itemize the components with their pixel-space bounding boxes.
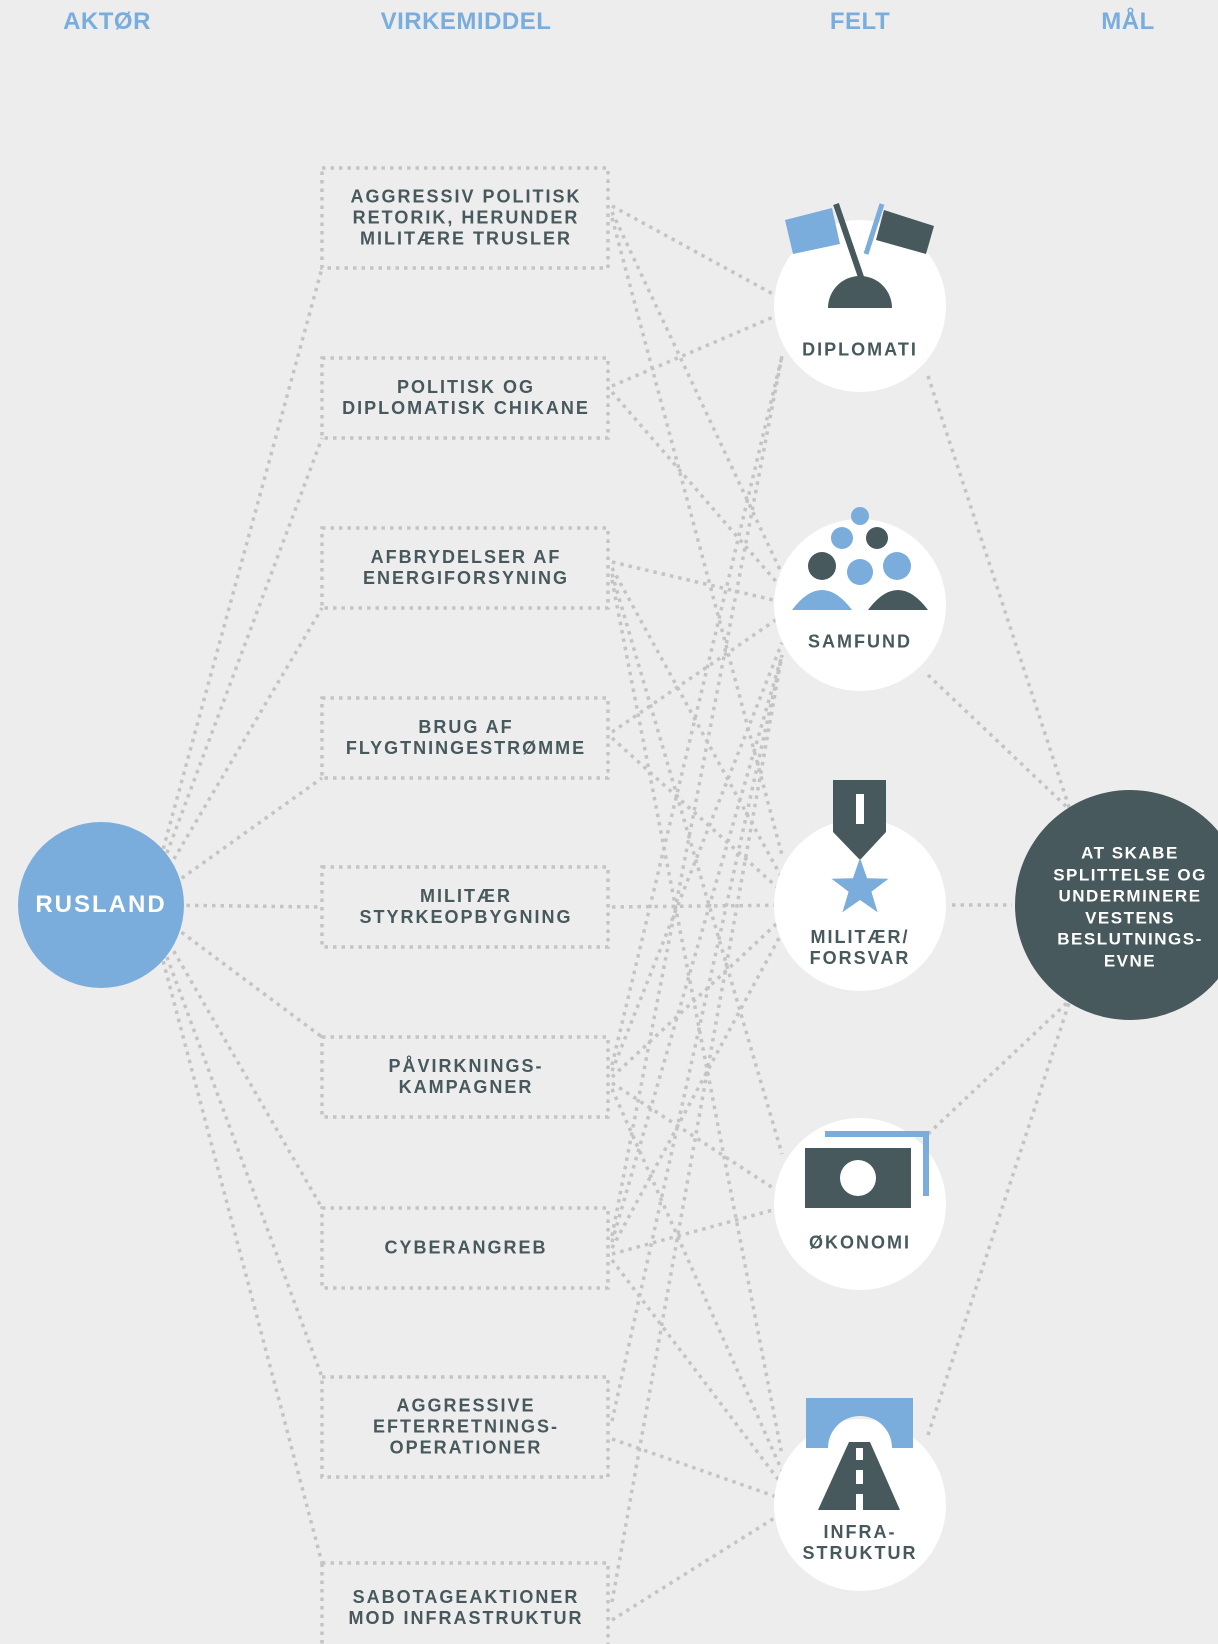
actor-tool-link (159, 915, 324, 1039)
tool-field-link (610, 654, 784, 1603)
tool-field-link (611, 204, 783, 301)
person-head (851, 507, 869, 525)
actor-label: RUSLAND (35, 891, 167, 918)
dark-flag (876, 210, 934, 254)
tool-label-intelligence: AGGRESSIVE EFTERRETNINGS- OPERATIONER (372, 1395, 559, 1458)
person-head (831, 527, 853, 549)
tool-label-influence: PÅVIRKNINGS- KAMPAGNER (388, 1056, 544, 1097)
tool-box (320, 1035, 610, 1119)
tool-field-link (610, 579, 784, 1456)
tool-field-link (611, 1205, 783, 1256)
person-body (792, 590, 852, 610)
actor-tool-link (159, 437, 324, 870)
note-coin (840, 1160, 876, 1196)
tool-label-cyber: CYBERANGREB (384, 1237, 548, 1258)
actor-tool-link (159, 940, 324, 1378)
header-goal: MÅL (1101, 8, 1155, 35)
tool-box (320, 1561, 610, 1644)
field-label-diplomacy: DIPLOMATI (802, 339, 918, 360)
tool-label-harassment: POLITISK OG DIPLOMATISK CHIKANE (342, 377, 590, 418)
road-dash (856, 1448, 863, 1460)
field-goal-link (926, 673, 1072, 812)
road-dash (856, 1494, 863, 1510)
actor-tool-link (159, 952, 324, 1564)
tool-field-link (611, 614, 783, 734)
tool-field-link (611, 903, 783, 909)
tool-box (320, 696, 610, 780)
field-goal-link (926, 999, 1072, 1436)
field-label-economy: ØKONOMI (809, 1232, 911, 1253)
tool-field-link (610, 1088, 784, 1472)
tool-field-link (610, 355, 784, 1066)
person-head (808, 552, 836, 580)
field-label-infrastructure: INFRA- STRUKTUR (802, 1522, 918, 1563)
tool-field-link (610, 654, 784, 1422)
road-bridge-icon (806, 1398, 913, 1510)
field-icons (785, 203, 934, 1510)
blue-flag-pole (863, 203, 885, 255)
tool-field-link (610, 642, 784, 1072)
road-dash (856, 1470, 863, 1484)
tool-field-link (610, 390, 784, 590)
tool-field-link (610, 654, 784, 1243)
tool-field-link (610, 211, 784, 575)
field-label-military: MILITÆR/ FORSVAR (809, 927, 911, 968)
tool-label-military-buildup: MILITÆR STYRKEOPBYGNING (359, 886, 573, 927)
person-head (847, 559, 873, 585)
dark-flag-pole (833, 203, 865, 281)
tool-box (320, 865, 610, 949)
tool-label-energy: AFBRYDELSER AF ENERGIFORSYNING (362, 547, 570, 588)
tool-box (320, 1206, 610, 1290)
flags-icon (785, 203, 934, 308)
podium-dome (828, 276, 892, 308)
goal-circle (1015, 790, 1218, 1020)
actor-tool-link (160, 903, 323, 909)
actor-tool-link (159, 776, 324, 895)
tool-field-link (611, 311, 783, 388)
note-shadow (825, 1131, 929, 1196)
tool-label-sabotage: SABOTAGEAKTIONER MOD INFRASTRUKTUR (348, 1587, 584, 1628)
tool-box (320, 1375, 610, 1479)
tool-box (320, 526, 610, 610)
goal-label: AT SKABE SPLITTELSE OG UNDERMINERE VESTE… (1053, 843, 1207, 971)
connection-lines (159, 204, 1072, 1622)
banknote-icon (805, 1131, 929, 1208)
header-field: FELT (829, 8, 891, 35)
field-goal-link (926, 375, 1072, 811)
person-body (868, 590, 928, 610)
blue-flag (785, 208, 840, 254)
tool-field-link (610, 917, 784, 1079)
field-label-society: SAMFUND (808, 631, 912, 652)
field-circles (774, 220, 946, 1591)
actor-tool-link (159, 928, 324, 1209)
tool-field-link (610, 931, 784, 1249)
person-head (866, 527, 888, 549)
bridge-arch (806, 1398, 913, 1448)
header-tool: VIRKEMIDDEL (380, 8, 552, 35)
people-icon (792, 507, 928, 610)
medal-star (831, 858, 889, 913)
tool-field-link (610, 567, 784, 879)
tool-field-link (610, 217, 784, 856)
field-circle (774, 819, 946, 991)
tool-box (320, 166, 610, 270)
tool-field-link (611, 560, 783, 604)
header-actor: AKTØR (63, 8, 151, 35)
person-head (883, 552, 911, 580)
field-goal-link (926, 998, 1072, 1136)
tool-box (320, 356, 610, 440)
tool-boxes (320, 166, 610, 1644)
actor-tool-link (159, 607, 324, 882)
tool-label-rhetoric: AGGRESSIV POLITISK RETORIK, HERUNDER MIL… (350, 186, 582, 249)
tool-field-link (610, 573, 784, 1155)
actor-circle (18, 822, 184, 988)
medal-icon (831, 780, 889, 913)
tool-label-refugees: BRUG AF FLYGTNINGESTRØMME (345, 717, 587, 758)
tool-field-link (611, 1437, 783, 1501)
tool-field-link (611, 1511, 783, 1622)
actor-tool-link (159, 267, 324, 858)
ribbon-stripe (856, 794, 864, 824)
